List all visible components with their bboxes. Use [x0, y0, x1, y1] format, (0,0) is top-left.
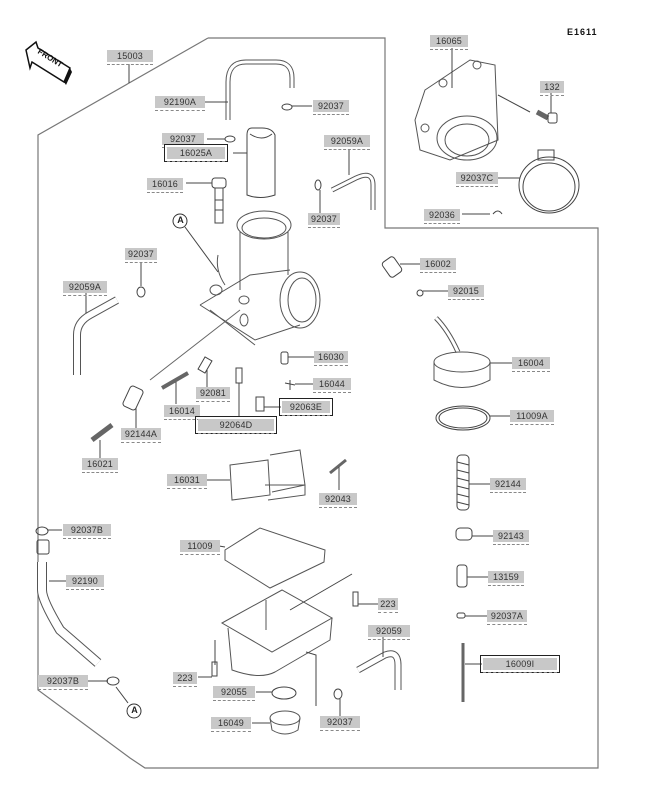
jet-16030-drawing [280, 351, 289, 365]
part-label-gasket-11009[interactable]: 11009 [180, 540, 220, 555]
part-label-spring-92144A[interactable]: 92144A [121, 428, 161, 443]
o-ring-92055-drawing [271, 686, 297, 700]
part-label-clamp-92037B-bot[interactable]: 92037B [38, 675, 88, 690]
part-label-clamp-mid[interactable]: 92037 [308, 213, 340, 228]
part-label-clamp-left[interactable]: 92037 [125, 248, 157, 263]
part-label-clamp-top[interactable]: 92037 [313, 100, 349, 115]
o-ring-11009A-drawing [435, 405, 491, 431]
pin-92043-drawing [329, 458, 347, 475]
spring-92144-drawing [456, 454, 470, 511]
part-label-pipe-92190[interactable]: 92190 [66, 575, 104, 590]
plug-92143-drawing [455, 527, 473, 541]
float-16031-drawing [229, 449, 306, 501]
part-label-clip-92036[interactable]: 92036 [424, 209, 460, 224]
pipe-92190A-drawing [225, 59, 295, 120]
part-label-jet-16030[interactable]: 16030 [314, 351, 348, 366]
part-label-plug-92143[interactable]: 92143 [493, 530, 529, 545]
screw-223-left-drawing [211, 661, 218, 677]
part-label-float-16031[interactable]: 16031 [167, 474, 207, 489]
part-label-plug-16049[interactable]: 16049 [211, 717, 251, 732]
intake-holder-drawing [414, 59, 499, 161]
part-label-jet-92063E[interactable]: 92063E [279, 398, 333, 416]
callout-a-top [172, 213, 188, 229]
reference-code: E1611 [567, 27, 598, 37]
part-label-clamp-top-left[interactable]: 92037 [162, 133, 204, 148]
part-label-bolt-132[interactable]: 132 [540, 81, 564, 96]
spring-92144A-drawing [122, 385, 144, 411]
part-label-clamp-92037A[interactable]: 92037A [487, 610, 527, 625]
part-label-tube-left[interactable]: 92059A [63, 281, 107, 296]
part-label-pin-92043[interactable]: 92043 [319, 493, 357, 508]
part-label-throttle-valve[interactable]: 16025A [164, 144, 228, 162]
part-label-tube-right[interactable]: 92059A [324, 135, 370, 150]
part-label-screw-223-left[interactable]: 223 [173, 672, 197, 687]
screw-223-right-drawing [352, 591, 359, 607]
jet-92064D-drawing [235, 367, 243, 384]
needle-16044-drawing [284, 380, 296, 390]
screw-16014-drawing [161, 371, 189, 390]
part-label-plunger[interactable]: 16016 [147, 178, 183, 193]
assembly-outline [37, 37, 599, 769]
part-label-clamp-92037B-top[interactable]: 92037B [63, 524, 111, 539]
part-label-screw-16021[interactable]: 16021 [82, 458, 118, 473]
jet-92063E-drawing [255, 396, 265, 412]
part-label-holder-13159[interactable]: 13159 [488, 571, 524, 586]
part-label-jet-16002[interactable]: 16002 [420, 258, 456, 273]
part-label-needle-16009[interactable]: 16009I [480, 655, 560, 673]
callout-a-bottom-label: A [131, 705, 138, 715]
part-label-assembly[interactable]: 15003 [107, 50, 153, 65]
part-label-screw-92015[interactable]: 92015 [448, 285, 484, 300]
cap-16004-drawing [433, 316, 491, 388]
clamp-92037A-drawing [456, 612, 466, 619]
part-label-pipe-upper[interactable]: 92190A [155, 96, 205, 111]
part-label-screw-16014[interactable]: 16014 [164, 405, 200, 420]
front-arrow-icon: FRONT [25, 40, 72, 85]
jet-16002-drawing [381, 256, 403, 278]
part-label-o-ring-11009A[interactable]: 11009A [510, 410, 554, 425]
part-label-o-ring-92055[interactable]: 92055 [213, 686, 255, 701]
part-label-band-clamp[interactable]: 92037C [456, 172, 498, 187]
part-label-clamp-bottom[interactable]: 92037 [320, 716, 360, 731]
bolt-132-drawing [535, 109, 558, 124]
spring-92081-drawing [197, 356, 213, 374]
throttle-valve-drawing [224, 127, 276, 198]
float-bowl-drawing [220, 589, 334, 676]
part-label-cap-16004[interactable]: 16004 [512, 357, 550, 372]
part-label-needle-16044[interactable]: 16044 [313, 378, 351, 393]
screw-16021-drawing [90, 423, 114, 442]
plunger-drawing [211, 177, 227, 224]
band-clamp-drawing [518, 156, 580, 214]
part-label-jet-92064D[interactable]: 92064D [195, 416, 277, 434]
part-label-spring-92144[interactable]: 92144 [490, 478, 526, 493]
part-label-screw-223-right[interactable]: 223 [378, 598, 398, 613]
gasket-11009-drawing [224, 527, 326, 589]
plug-16049-drawing [269, 710, 301, 735]
part-label-tube-92059[interactable]: 92059 [368, 625, 410, 640]
callout-a-bottom [126, 703, 142, 719]
callout-a-top-label: A [177, 215, 184, 225]
carburetor-body-drawing [199, 210, 321, 346]
part-label-intake-holder[interactable]: 16065 [430, 35, 468, 50]
part-label-spring-92081[interactable]: 92081 [196, 387, 230, 402]
holder-13159-drawing [456, 564, 468, 588]
